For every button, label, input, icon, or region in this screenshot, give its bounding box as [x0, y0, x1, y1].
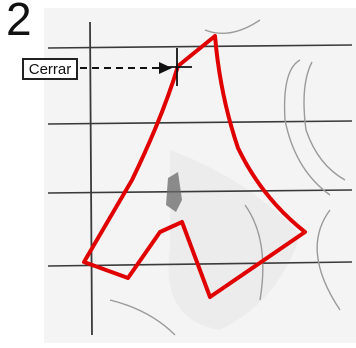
ruled-line	[47, 189, 353, 194]
pencil-curve	[303, 61, 346, 181]
pencil-shading	[168, 150, 300, 330]
pencil-curve	[244, 204, 264, 301]
pencil-smudge	[166, 172, 182, 212]
step-number: 2	[6, 0, 32, 45]
pencil-curve	[109, 299, 176, 336]
arrow-head-icon	[159, 62, 172, 74]
pencil-curve	[283, 59, 331, 196]
pencil-curve	[204, 19, 261, 34]
closing-outline	[82, 34, 307, 299]
pencil-curve	[316, 209, 341, 311]
pencil-sketch	[109, 19, 346, 336]
ruled-line	[47, 120, 353, 125]
margin-line	[89, 21, 93, 336]
callout-label: Cerrar	[22, 58, 78, 80]
